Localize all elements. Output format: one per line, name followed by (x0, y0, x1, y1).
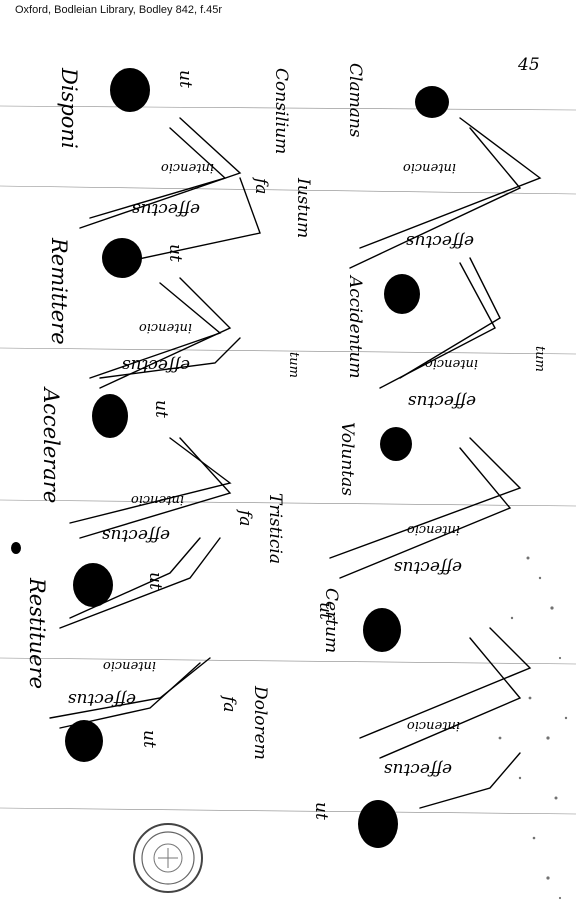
manuscript-folio: 45 (0, 55, 576, 900)
ink-blot (102, 238, 142, 278)
tum-label: tum (286, 352, 301, 378)
left-word: Restituere (25, 577, 49, 689)
ink-blot (73, 563, 113, 607)
ink-blot (380, 427, 412, 461)
right-diagram-labels: intencio effectus intencio effectus inte… (384, 160, 478, 779)
ruled-lines (0, 105, 576, 815)
effectus-label: effectus (122, 355, 190, 375)
middle-word: Consilium (271, 68, 291, 154)
ink-blot (65, 720, 103, 762)
intencio-label: intencio (425, 356, 478, 371)
fa-label: fa (235, 508, 255, 526)
right-word: Certum (321, 588, 341, 653)
effectus-label: effectus (102, 525, 170, 545)
ut-label: ut (151, 400, 171, 418)
ut-label: ut (175, 70, 195, 88)
effectus-label: effectus (406, 231, 474, 251)
intencio-label: intencio (139, 320, 192, 335)
effectus-label: effectus (132, 199, 200, 219)
manuscript-caption: Oxford, Bodleian Library, Bodley 842, f.… (15, 4, 223, 16)
fa-label: fa (219, 694, 239, 712)
ut-label: ut (165, 244, 185, 262)
left-word: Disponi (57, 67, 81, 149)
ink-blot (358, 800, 398, 848)
diagram-strokes-right (329, 117, 542, 809)
intencio-label: intencio (161, 160, 214, 175)
fa-label: fa (251, 176, 271, 194)
middle-word: Tristicia (265, 493, 285, 564)
left-word: Accelerare (39, 386, 63, 503)
middle-column-words: Consilium Iustum Tristicia Dolorem (250, 68, 313, 760)
right-word: Accidentum (345, 274, 365, 379)
library-stamp (133, 823, 203, 893)
left-word: Remittere (47, 237, 71, 345)
ut-label: ut (311, 802, 331, 820)
intencio-label: intencio (407, 718, 460, 733)
right-word: Voluntas (337, 422, 357, 496)
right-column-words: Clamans Accidentum Voluntas Certum (321, 63, 365, 653)
effectus-label: effectus (394, 557, 462, 577)
ink-blot (92, 394, 128, 438)
left-margin-words: Disponi Remittere Accelerare Restituere (25, 67, 81, 689)
left-diagram-labels: intencio effectus intencio effectus inte… (68, 160, 214, 709)
small-labels: ut ut ut ut ut ut ut fa fa fa tum tum (139, 70, 547, 820)
right-word: Clamans (345, 63, 365, 138)
middle-word: Dolorem (250, 685, 270, 760)
ut-label: ut (315, 602, 335, 620)
middle-word: Iustum (293, 177, 313, 238)
ut-label: ut (139, 730, 159, 748)
intencio-label: intencio (407, 522, 460, 537)
intencio-label: intencio (131, 492, 184, 507)
folio-number: 45 (517, 55, 540, 75)
tum-label: tum (532, 346, 547, 372)
effectus-label: effectus (408, 391, 476, 411)
intencio-label: intencio (103, 658, 156, 673)
effectus-label: effectus (68, 689, 136, 709)
paper-speckle (498, 556, 568, 900)
intencio-label: intencio (403, 160, 456, 175)
ink-blot (384, 274, 420, 314)
diagram-strokes-left (49, 117, 261, 729)
ink-blots (11, 68, 449, 848)
ink-blot (110, 68, 150, 112)
ut-label: ut (145, 572, 165, 590)
ink-blot (415, 86, 449, 118)
ink-blot (363, 608, 401, 652)
effectus-label: effectus (384, 759, 452, 779)
